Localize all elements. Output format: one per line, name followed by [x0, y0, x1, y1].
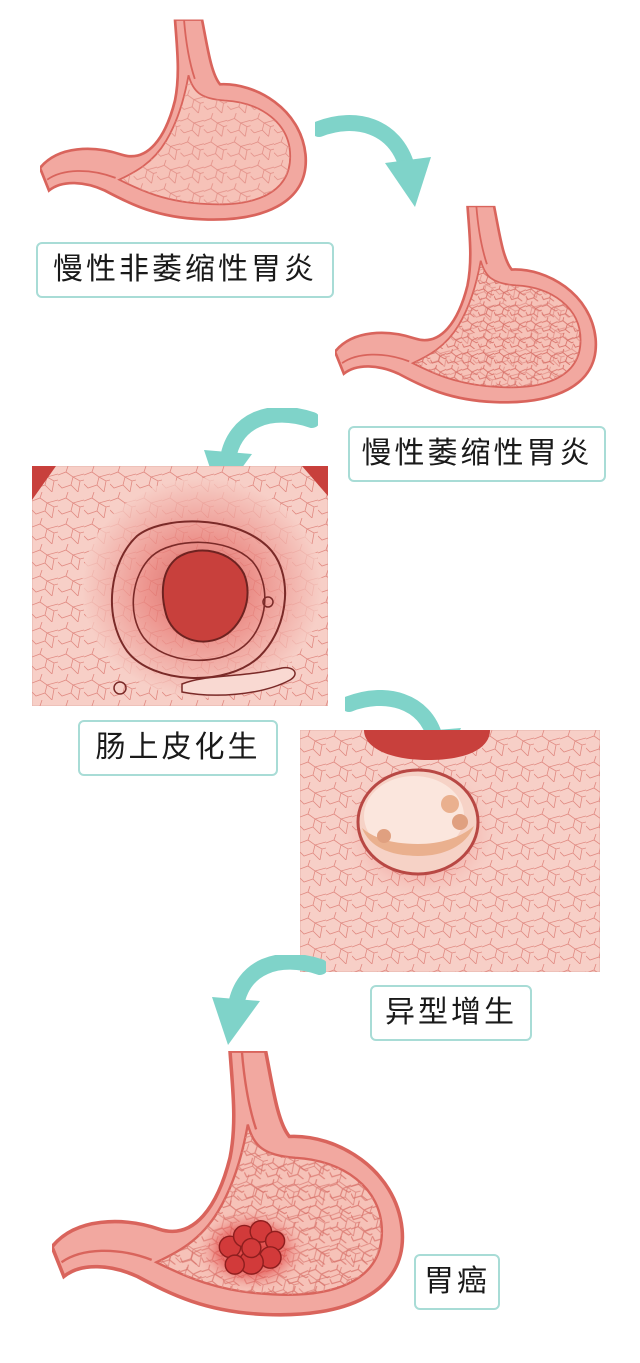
- arrow-down-right-icon: [315, 115, 431, 207]
- stage-label-gastric-cancer: 胃癌: [414, 1254, 500, 1310]
- stage-label-chronic-atrophic-gastritis: 慢性萎缩性胃炎: [348, 426, 606, 482]
- stage-label-dysplasia: 异型增生: [370, 985, 532, 1041]
- stomach-cancer-illustration: [52, 1035, 408, 1340]
- stage-label-chronic-non-atrophic-gastritis: 慢性非萎缩性胃炎: [36, 242, 334, 298]
- arrow-down-left-icon: [212, 955, 326, 1045]
- intestinal-metaplasia-illustration: [32, 466, 328, 706]
- stomach-normal-illustration: [40, 18, 310, 228]
- stage-label-intestinal-metaplasia: 肠上皮化生: [78, 720, 278, 776]
- stomach-atrophic-illustration: [335, 205, 600, 410]
- dysplasia-illustration: [300, 730, 600, 972]
